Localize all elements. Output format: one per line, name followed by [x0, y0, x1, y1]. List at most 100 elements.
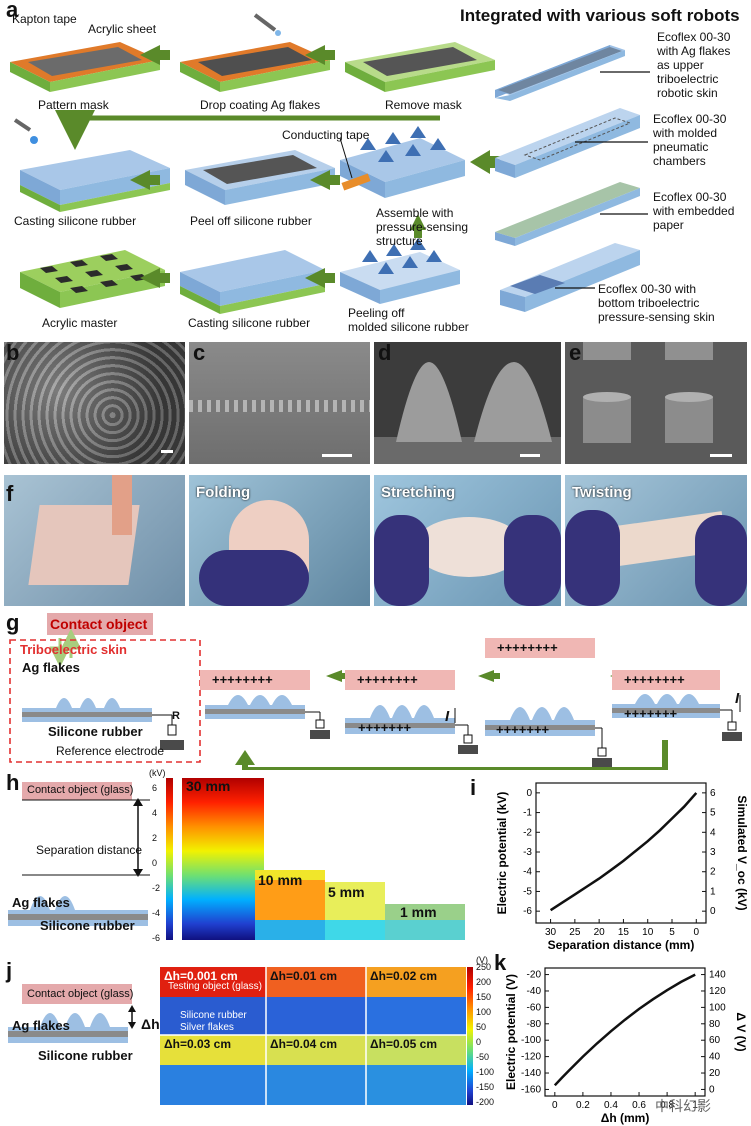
- y-tick-label: -140: [521, 1068, 541, 1079]
- casting-silicone-plate-1: [13, 118, 170, 212]
- drop-coating-label: Drop coating Ag flakes: [200, 98, 321, 112]
- h-colorbar-tick: -4: [152, 908, 161, 918]
- y2-tick-label: 40: [709, 1052, 721, 1063]
- x-tick-label: 20: [594, 927, 606, 938]
- plus-row-4: ++++++++: [624, 672, 685, 687]
- y-tick-label: -20: [527, 970, 542, 981]
- y-tick-label: -100: [521, 1035, 541, 1046]
- plus-row-3: ++++++++: [497, 640, 558, 655]
- dh-map-label-2: Δh=0.01 cm: [270, 969, 337, 983]
- h-colorbar-tick: 0: [152, 858, 158, 868]
- dh-maps: [160, 967, 466, 1105]
- x-tick-label: 5: [669, 927, 675, 938]
- x-axis-label: Δh (mm): [601, 1111, 650, 1125]
- drop-coating-plate: [180, 13, 330, 92]
- panel-label-k: k: [494, 950, 507, 975]
- triboelectric-mechanism-diagram: [9, 628, 742, 770]
- j-colorbar-tick: -100: [476, 1067, 495, 1077]
- map-label-1mm: 1 mm: [400, 904, 437, 920]
- x-tick-label: 0.4: [604, 1100, 618, 1111]
- peel-off-plate: [185, 150, 335, 205]
- j-colorbar-unit: (V): [476, 955, 488, 965]
- stretching-label: Stretching: [381, 484, 456, 501]
- panel-label-g: g: [6, 610, 20, 635]
- dh-map-label-6: Δh=0.05 cm: [370, 1037, 437, 1051]
- reference-electrode-label: Reference electrode: [56, 744, 165, 758]
- scale-bar-c: [322, 454, 352, 457]
- robot-layer-3: [495, 182, 640, 246]
- panel-label-d: d: [378, 340, 392, 365]
- photo-folding: [189, 475, 370, 606]
- j-colorbar-tick: -150: [476, 1082, 495, 1092]
- y-tick-label: 0: [526, 788, 532, 799]
- plus-row-2: ++++++++: [357, 672, 418, 687]
- acrylic-sheet-label: Acrylic sheet: [88, 22, 157, 36]
- scale-bar-b: [161, 450, 173, 453]
- j-colorbar-tick: 100: [476, 1007, 492, 1017]
- twisting-label: Twisting: [572, 484, 632, 501]
- peel-off-label: Peel off silicone rubber: [190, 214, 312, 228]
- y-tick-label: -2: [523, 827, 532, 838]
- map-label-5mm: 5 mm: [328, 884, 365, 900]
- map-30mm: [182, 778, 264, 940]
- h-colorbar-tick: 2: [152, 833, 158, 843]
- kapton-tape-label: Kapton tape: [12, 12, 77, 26]
- casting-silicone-label-2: Casting silicone rubber: [188, 316, 311, 330]
- y2-tick-label: 80: [709, 1019, 721, 1030]
- h-colorbar-tick: 6: [152, 783, 158, 793]
- resistor-label: R: [172, 710, 180, 722]
- y-tick-label: -160: [521, 1084, 541, 1095]
- panel-label-e: e: [569, 340, 582, 365]
- j-colorbar-tick: 200: [476, 977, 492, 987]
- dh-map-label-4: Δh=0.03 cm: [164, 1037, 231, 1051]
- panel-label-h: h: [6, 770, 20, 795]
- pattern-mask-label: Pattern mask: [38, 98, 109, 112]
- dh-label: Δh: [141, 1016, 160, 1032]
- pattern-mask-plate: [10, 42, 160, 92]
- h-colorbar-tick: -6: [152, 933, 161, 943]
- current-label-2: I: [735, 690, 740, 707]
- sem-image-b: [4, 342, 185, 464]
- testing-object-label: Testing object (glass): [168, 981, 262, 992]
- casting-silicone-label-1: Casting silicone rubber: [14, 214, 137, 228]
- y2-tick-label: 0: [710, 906, 716, 917]
- sem-image-e: [565, 342, 747, 464]
- robot-layer-4: [500, 243, 640, 312]
- y-tick-label: -4: [523, 867, 532, 878]
- remove-mask-plate: [345, 42, 495, 92]
- casting-silicone-plate-2: [180, 250, 325, 314]
- dh-map-label-5: Δh=0.04 cm: [270, 1037, 337, 1051]
- folding-label: Folding: [196, 484, 251, 501]
- y-tick-label: -80: [527, 1019, 542, 1030]
- x-tick-label: 0.8: [660, 1100, 674, 1111]
- photo-skin-flat: [4, 475, 185, 606]
- y2-tick-label: 140: [709, 970, 726, 981]
- y2-tick-label: 120: [709, 986, 726, 997]
- y2-axis-label: Δ V (V): [734, 1012, 748, 1051]
- plot-frame: [544, 967, 706, 1097]
- dh-map-label-3: Δh=0.02 cm: [370, 969, 437, 983]
- x-tick-label: 25: [569, 927, 581, 938]
- y2-tick-label: 100: [709, 1002, 726, 1013]
- j-contact-label: Contact object (glass): [27, 988, 134, 1000]
- plot-frame: [535, 782, 707, 924]
- bottom-plus-2: +++++++: [358, 720, 412, 735]
- y-tick-label: -120: [521, 1052, 541, 1063]
- y-tick-label: -6: [523, 906, 532, 917]
- robots-title: Integrated with various soft robots: [460, 6, 740, 25]
- j-colorbar-tick: -50: [476, 1052, 490, 1062]
- x-tick-label: 0: [694, 927, 700, 938]
- acrylic-master-label: Acrylic master: [42, 316, 118, 330]
- j-colorbar-tick: 50: [476, 1022, 487, 1032]
- current-label-1: I: [445, 708, 450, 725]
- separation-schematic-and-maps: [8, 778, 465, 940]
- x-tick-label: 0.6: [632, 1100, 646, 1111]
- y-axis-label: Electric potential (V): [504, 974, 518, 1090]
- series-line: [549, 792, 698, 912]
- j-ag-flakes-label: Ag flakes: [12, 1018, 70, 1033]
- x-tick-label: 30: [545, 927, 557, 938]
- y2-tick-label: 3: [710, 847, 716, 858]
- bottom-plus-4: +++++++: [624, 706, 678, 721]
